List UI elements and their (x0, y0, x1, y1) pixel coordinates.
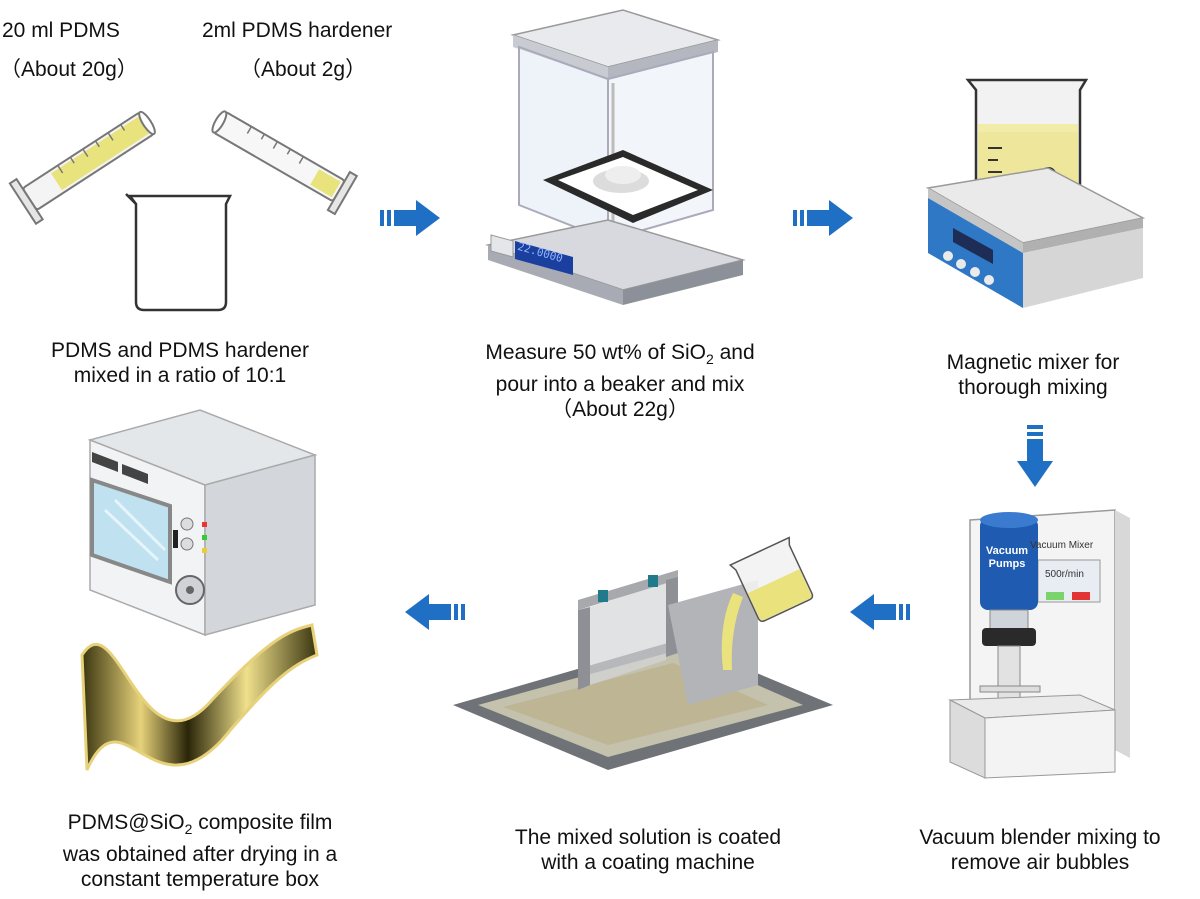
arrow-right-2-icon (793, 200, 853, 236)
pdms-volume-label: 20 ml PDMS (2, 19, 120, 42)
pump-label: Vacuum Pumps (985, 545, 1029, 570)
pdms-cylinder-icon (8, 110, 156, 226)
arrow-left-2-icon (405, 594, 465, 630)
step6-caption: PDMS@SiO2 composite film was obtained af… (62, 811, 338, 892)
step3-caption: Magnetic mixer for thorough mixing (946, 351, 1120, 399)
composite-film-icon (80, 623, 319, 771)
drying-oven-icon (87, 409, 318, 637)
hardener-mass-label: （About 2g） (240, 58, 367, 81)
empty-beaker-icon (125, 193, 233, 312)
pdms-mass-label: （About 20g） (0, 58, 138, 81)
hardener-volume-label: 2ml PDMS hardener (202, 19, 393, 42)
step2-caption: Measure 50 wt% of SiO2 and pour into a b… (485, 341, 755, 422)
vacuum-mixer-panel-title: Vacuum Mixer (1030, 540, 1094, 551)
vacuum-mixer-icon (948, 509, 1130, 779)
step4-caption: Vacuum blender mixing to remove air bubb… (919, 826, 1161, 874)
coating-machine-icon (453, 536, 833, 770)
step5-caption: The mixed solution is coated with a coat… (514, 826, 782, 874)
arrow-down-icon (1017, 425, 1053, 487)
speed-display: 500r/min (1045, 569, 1084, 580)
arrow-right-1-icon (380, 200, 440, 236)
hardener-cylinder-icon (211, 110, 359, 216)
arrow-left-1-icon (850, 594, 910, 630)
magnetic-stirrer-icon (925, 78, 1146, 308)
analytical-balance-icon (485, 9, 746, 305)
step1-caption: PDMS and PDMS hardener mixed in a ratio … (51, 339, 309, 387)
